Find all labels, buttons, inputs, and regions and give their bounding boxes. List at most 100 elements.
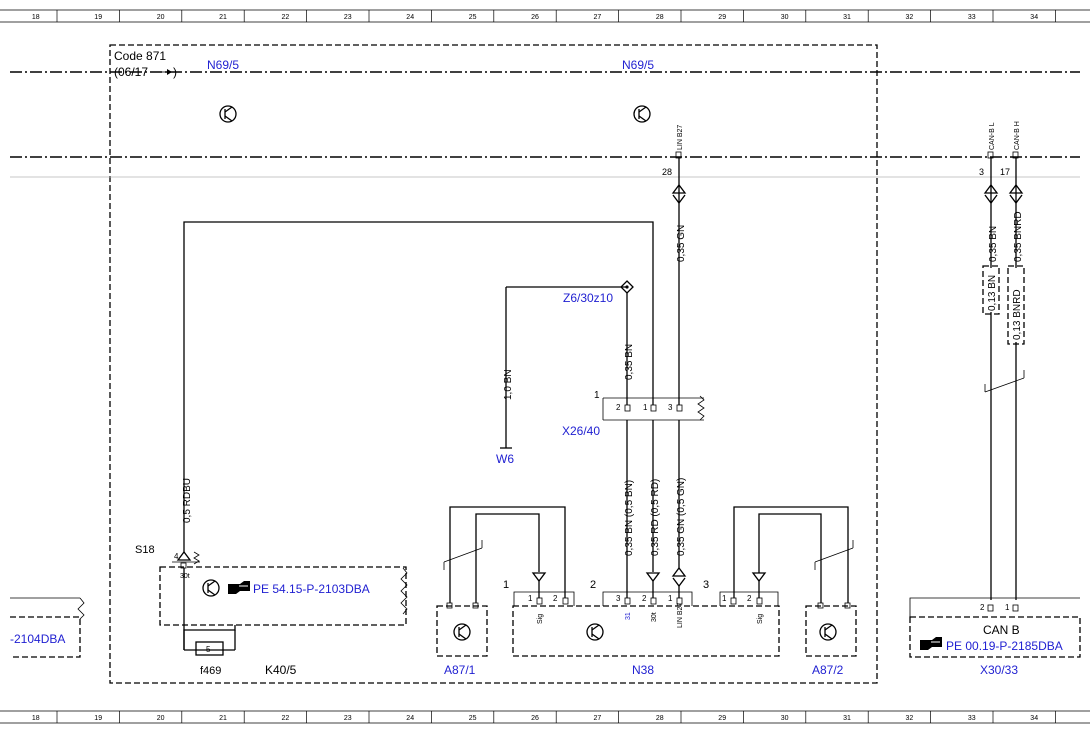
bottom-ruler-column-22: 22 [282, 715, 290, 722]
s18-label: S18 [135, 544, 155, 556]
x26-40-label: X26/40 [562, 424, 600, 438]
a87-2-box [805, 605, 857, 657]
svg-text:1: 1 [1005, 603, 1010, 612]
wire-label-n38-gn: 0,35 GN (0,5 GN) [676, 478, 687, 556]
bottom-ruler-column-32: 32 [906, 715, 914, 722]
wire-label-can-bnrd: 0,35 BNRD [1013, 211, 1024, 262]
svg-text:30t: 30t [180, 573, 190, 580]
top-ruler-column-31: 31 [843, 14, 851, 21]
control-unit-icon [633, 105, 651, 123]
top-ruler-column-30: 30 [781, 14, 789, 21]
can-b-label: CAN B [983, 623, 1020, 637]
x30-33-box [909, 616, 1081, 658]
k40-5-box [159, 566, 407, 626]
bottom-ruler-column-30: 30 [781, 715, 789, 722]
top-ruler-column-24: 24 [406, 14, 414, 21]
svg-text:3: 3 [616, 594, 621, 603]
svg-text:2: 2 [747, 594, 752, 603]
n38-label: N38 [632, 663, 654, 677]
top-ruler-column-29: 29 [718, 14, 726, 21]
svg-text:2: 2 [642, 594, 647, 603]
svg-text:3: 3 [668, 403, 673, 412]
x30-33-label: X30/33 [980, 663, 1018, 677]
top-ruler-column-23: 23 [344, 14, 352, 21]
wire-label-n38-bn: 0,35 BN (0,5 BN) [624, 480, 635, 556]
wire-label-035gn: 0,35 GN [676, 225, 687, 262]
svg-text:28: 28 [662, 167, 672, 177]
svg-text:2: 2 [553, 594, 558, 603]
reference-hand-icon [920, 637, 942, 650]
bottom-ruler-column-29: 29 [718, 715, 726, 722]
top-ruler-column-26: 26 [531, 14, 539, 21]
control-unit-icon [453, 623, 471, 641]
top-ruler-column-25: 25 [469, 14, 477, 21]
pin-can-bl: CAN-B L 3 [979, 122, 999, 205]
ref-pe-2104[interactable]: -2104DBA [10, 632, 65, 646]
a87-2-label: A87/2 [812, 663, 844, 677]
bottom-ruler-column-20: 20 [157, 715, 165, 722]
x26-40-connector: 1 2 1 3 [594, 390, 705, 421]
shield-box-bn [982, 265, 1000, 315]
svg-text:4: 4 [174, 552, 179, 561]
top-ruler-column-28: 28 [656, 14, 664, 21]
svg-text:1: 1 [643, 403, 648, 412]
bottom-ruler-column-26: 26 [531, 715, 539, 722]
wire-label-05rdbu: 0,5 RDBU [182, 478, 193, 523]
top-ruler-column-33: 33 [968, 14, 976, 21]
top-ruler-column-20: 20 [157, 14, 165, 21]
svg-text:1: 1 [503, 579, 509, 591]
code-871-zone [109, 44, 878, 684]
top-ruler-column-21: 21 [219, 14, 227, 21]
n69-5-left-label: N69/5 [207, 58, 239, 72]
bottom-ruler-column-33: 33 [968, 715, 976, 722]
w6-label: W6 [496, 452, 514, 466]
svg-text:1: 1 [528, 594, 533, 603]
svg-text:17: 17 [1000, 167, 1010, 177]
top-ruler-column-27: 27 [594, 14, 602, 21]
top-ruler-column-19: 19 [94, 14, 102, 21]
svg-text:Sig: Sig [757, 614, 764, 624]
control-unit-icon [202, 579, 220, 597]
svg-text:2: 2 [590, 579, 596, 591]
ref-pe-2103[interactable]: PE 54.15-P-2103DBA [253, 582, 370, 596]
svg-text:CAN-B L: CAN-B L [989, 122, 996, 150]
fuse-f469 [195, 641, 224, 656]
bottom-ruler-column-21: 21 [219, 715, 227, 722]
top-ruler-column-34: 34 [1030, 14, 1038, 21]
ref-pe-2185[interactable]: PE 00.19-P-2185DBA [946, 639, 1063, 653]
f469-label: f469 [200, 665, 221, 677]
control-unit-icon [819, 623, 837, 641]
svg-text:Sig: Sig [537, 614, 544, 624]
svg-text:30t: 30t [651, 612, 658, 622]
svg-text:LIN B27: LIN B27 [677, 603, 684, 628]
bottom-ruler-column-27: 27 [594, 715, 602, 722]
top-ruler-column-18: 18 [32, 14, 40, 21]
wire-label-013bn: 0,13 BN [987, 275, 998, 311]
svg-text:1: 1 [594, 390, 600, 401]
top-ruler: 18 19 20 21 22 23 24 25 26 27 28 29 30 31 32 33 34 [0, 9, 1090, 23]
code-label: Code 871 [114, 49, 166, 63]
svg-text:3: 3 [703, 579, 709, 591]
svg-text:5: 5 [206, 645, 211, 654]
pin-can-bh: CAN-B H 17 [1000, 121, 1024, 205]
a87-1-box [436, 605, 488, 657]
bottom-ruler-column-23: 23 [344, 715, 352, 722]
svg-text:1: 1 [722, 594, 727, 603]
svg-text:LIN B27: LIN B27 [677, 125, 684, 150]
control-unit-icon [219, 105, 237, 123]
pin-lin-b27: LIN B27 28 [662, 125, 687, 205]
svg-text:2: 2 [980, 603, 985, 612]
wire-label-n38-rd: 0,35 RD (0,5 RD) [650, 479, 661, 556]
a87-1-label: A87/1 [444, 663, 476, 677]
wire-label-035bn-z6: 0,35 BN [624, 344, 635, 380]
wire-label-013bnrd: 0,13 BNRD [1012, 289, 1023, 340]
top-ruler-column-32: 32 [906, 14, 914, 21]
bottom-ruler-column-24: 24 [406, 715, 414, 722]
top-ruler-column-22: 22 [282, 14, 290, 21]
bottom-ruler-column-31: 31 [843, 715, 851, 722]
n38-box [512, 605, 780, 657]
wire-label-can-bn: 0,35 BN [988, 226, 999, 262]
z6-label: Z6/30z10 [563, 291, 613, 305]
